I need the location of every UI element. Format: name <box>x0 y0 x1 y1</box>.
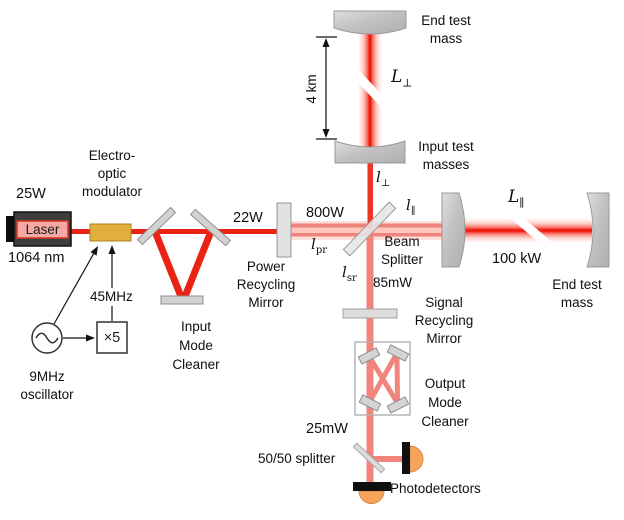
lperp-beam <box>367 160 373 230</box>
horizontal-arm-break <box>507 208 554 251</box>
input-test-mass-right <box>441 192 466 268</box>
omc-beam-right <box>394 353 400 404</box>
signal-recycling-mirror <box>342 308 398 319</box>
fifty-fifty-splitter <box>352 442 386 474</box>
frequency-multiplier-box <box>96 321 128 354</box>
end-test-mass-right <box>586 192 610 268</box>
omc-beam-diag2 <box>366 351 400 405</box>
wavelength-label: 1064 nm <box>8 250 65 266</box>
label-l-par: l∥ <box>406 196 416 217</box>
label-L-perp: L⊥ <box>391 67 413 90</box>
omc-power-label: 25mW <box>306 421 348 437</box>
arm-length-label: 4 km <box>304 74 319 104</box>
imc-mirror-right <box>189 208 232 247</box>
beam-splitter-label: Beam Splitter <box>380 234 424 267</box>
splitter-label: 50/50 splitter <box>258 451 336 466</box>
arm-power-label: 100 kW <box>492 251 542 267</box>
imc-beam-right <box>180 227 216 301</box>
label-l-pr: lpr <box>311 235 327 256</box>
omc-label: Output Mode Cleaner <box>421 376 469 429</box>
prm-label: Power Recycling Mirror <box>236 259 296 310</box>
oscillator-symbol <box>31 322 63 354</box>
power-recycling-mirror <box>276 202 292 258</box>
srm-label: Signal Recycling Mirror <box>414 295 474 346</box>
arrowhead-osc-to-x5 <box>86 334 95 342</box>
omc-box <box>354 341 411 416</box>
arrowhead-osc-to-eom <box>90 246 98 256</box>
arrowhead-45mhz-to-eom <box>108 245 116 254</box>
eom-label: Electro- optic modulator <box>81 148 143 199</box>
omc-mirror-bl <box>358 394 382 412</box>
freq-45mhz-label: 45MHz <box>88 288 135 306</box>
detector-beam <box>373 456 404 462</box>
imc-beam-left <box>150 227 186 301</box>
omc-mirror-tl <box>357 347 381 365</box>
arm-length-dimension <box>316 36 337 140</box>
etm-top-label: End test mass <box>421 13 471 46</box>
photodetector-right <box>402 442 424 474</box>
imc-label: Input Mode Cleaner <box>172 319 220 372</box>
electro-optic-modulator <box>89 223 132 242</box>
label-l-sr: lsr <box>342 263 357 284</box>
oscillator-label: 9MHz oscillator <box>20 369 74 402</box>
beam-splitter <box>342 201 397 257</box>
imc-mirror-bottom <box>160 295 204 305</box>
vertical-arm-break <box>342 59 393 113</box>
laser-label: Laser <box>25 222 60 237</box>
rf-connections <box>53 252 113 339</box>
omc-mirror-br <box>386 396 410 414</box>
photodetector-bottom <box>353 482 391 504</box>
label-L-par: L∥ <box>508 187 525 210</box>
multiplier-label: ×5 <box>103 329 121 346</box>
input-beam <box>70 229 279 234</box>
prm-power-label: 800W <box>306 205 344 221</box>
itm-top-label: Input test masses <box>418 139 474 172</box>
laser-power-label: 25W <box>16 186 46 202</box>
sine-wave-icon <box>35 332 59 344</box>
arrowhead-dim-top <box>322 38 330 47</box>
photodetectors-label: Photodetectors <box>390 481 481 496</box>
arrowhead-dim-bottom <box>322 129 330 138</box>
srm-power-label: 85mW <box>373 275 413 290</box>
end-test-mass-top <box>333 10 407 35</box>
laser-box <box>6 211 72 247</box>
label-l-perp: l⊥ <box>376 168 391 189</box>
imc-power-label: 22W <box>233 210 263 226</box>
etm-right-label: End test mass <box>552 277 602 310</box>
omc-mirror-tr <box>386 344 410 362</box>
input-test-mass-top <box>334 140 406 164</box>
imc-mirror-left <box>136 206 177 246</box>
